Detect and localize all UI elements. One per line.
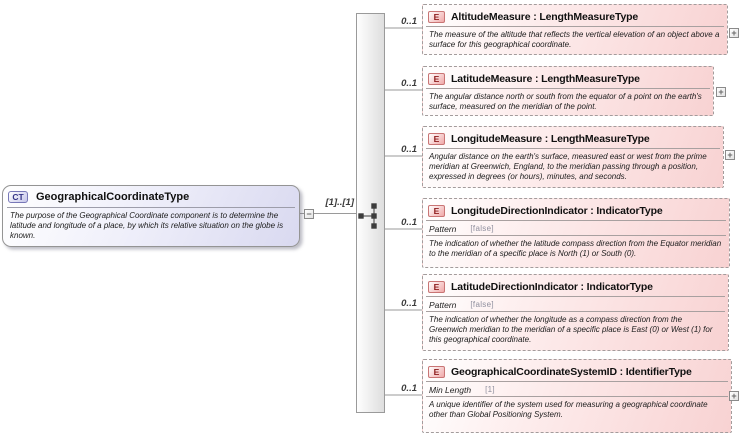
root-cardinality-label: [1]..[1] (325, 197, 355, 208)
facet-name: Pattern (429, 299, 457, 310)
element-description: The indication of whether the longitude … (429, 315, 713, 344)
element-box-geographical-coordinate-system-id[interactable]: E GeographicalCoordinateSystemID : Ident… (422, 359, 732, 433)
separator (426, 396, 728, 397)
element-title-row: E AltitudeMeasure : LengthMeasureType (423, 5, 727, 26)
cardinality-label: 0..1 (401, 78, 417, 89)
element-badge-icon: E (428, 204, 445, 217)
element-description: Angular distance on the earth's surface,… (429, 152, 707, 181)
expand-button[interactable]: + (729, 28, 739, 38)
element-badge-icon: E (428, 10, 445, 23)
separator (426, 296, 725, 297)
element-box-longitude-measure[interactable]: E LongitudeMeasure : LengthMeasureType A… (422, 126, 724, 188)
complextype-description: The purpose of the Geographical Coordina… (10, 211, 284, 240)
collapse-button[interactable]: − (304, 209, 314, 219)
cardinality-label: 0..1 (401, 383, 417, 394)
element-description: A unique identifier of the system used f… (429, 400, 708, 419)
separator (7, 207, 295, 208)
element-label: LatitudeMeasure : LengthMeasureType (451, 72, 640, 85)
cardinality-label: 0..1 (401, 217, 417, 228)
separator (426, 88, 710, 89)
cardinality-label: 0..1 (401, 144, 417, 155)
cardinality-label: 0..1 (401, 298, 417, 309)
element-title-row: E LongitudeMeasure : LengthMeasureType (423, 127, 723, 148)
element-box-latitude-direction-indicator[interactable]: E LatitudeDirectionIndicator : Indicator… (422, 274, 729, 351)
element-box-altitude-measure[interactable]: E AltitudeMeasure : LengthMeasureType Th… (422, 4, 728, 55)
separator (426, 311, 725, 312)
element-title-row: E LatitudeMeasure : LengthMeasureType (423, 67, 713, 88)
complextype-box-geographical-coordinate-type[interactable]: CT GeographicalCoordinateType The purpos… (2, 185, 300, 247)
element-badge-icon: E (428, 280, 445, 293)
separator (426, 26, 724, 27)
facet-value: [false] (470, 300, 494, 309)
element-description: The measure of the altitude that reflect… (429, 30, 720, 49)
element-label: LongitudeDirectionIndicator : IndicatorT… (451, 204, 663, 217)
facet-row: Pattern [false] (423, 297, 728, 311)
expand-button[interactable]: + (725, 150, 735, 160)
element-label: AltitudeMeasure : LengthMeasureType (451, 10, 639, 23)
element-description: The indication of whether the latitude c… (429, 239, 722, 258)
sequence-bar (356, 13, 385, 413)
facet-value: [1] (485, 385, 495, 394)
element-badge-icon: E (428, 72, 445, 85)
element-label: GeographicalCoordinateSystemID : Identif… (451, 365, 692, 378)
element-label: LatitudeDirectionIndicator : IndicatorTy… (451, 280, 653, 293)
separator (426, 381, 728, 382)
complextype-title-row: CT GeographicalCoordinateType (3, 186, 299, 206)
element-label: LongitudeMeasure : LengthMeasureType (451, 132, 650, 145)
element-box-latitude-measure[interactable]: E LatitudeMeasure : LengthMeasureType Th… (422, 66, 714, 116)
facet-name: Pattern (429, 223, 457, 234)
separator (426, 148, 720, 149)
facet-value: [false] (470, 224, 494, 233)
facet-name: Min Length (429, 384, 472, 395)
element-title-row: E LatitudeDirectionIndicator : Indicator… (423, 275, 728, 296)
element-description: The angular distance north or south from… (429, 92, 702, 111)
cardinality-label: 0..1 (401, 16, 417, 27)
separator (426, 220, 726, 221)
complextype-badge-icon: CT (8, 191, 28, 203)
element-title-row: E GeographicalCoordinateSystemID : Ident… (423, 360, 731, 381)
expand-button[interactable]: + (716, 87, 726, 97)
element-badge-icon: E (428, 132, 445, 145)
element-badge-icon: E (428, 365, 445, 378)
element-title-row: E LongitudeDirectionIndicator : Indicato… (423, 199, 729, 220)
complextype-title: GeographicalCoordinateType (36, 191, 190, 203)
element-box-longitude-direction-indicator[interactable]: E LongitudeDirectionIndicator : Indicato… (422, 198, 730, 268)
facet-row: Min Length [1] (423, 382, 731, 396)
facet-row: Pattern [false] (423, 221, 729, 235)
expand-button[interactable]: + (729, 391, 739, 401)
separator (426, 235, 726, 236)
